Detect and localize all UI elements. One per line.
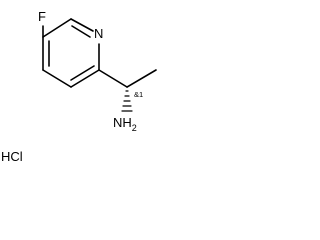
bond-n1-c3-inner <box>71 25 91 38</box>
hashed-wedge-bond <box>121 90 133 112</box>
pyridine-ring <box>42 18 100 88</box>
ring-nitrogen-label: N <box>94 26 103 41</box>
amine-subscript: 2 <box>132 123 137 133</box>
amine-label: NH2 <box>113 115 137 133</box>
bond-c6-c2 <box>70 69 100 88</box>
bond-c6-c2-inner <box>70 65 95 81</box>
stereo-label: &1 <box>134 90 143 99</box>
amine-main: NH <box>113 115 132 130</box>
chemical-structure: F N &1 NH2 HCl <box>1 9 157 164</box>
fluorine-label: F <box>38 9 46 24</box>
bond-chiral-methyl <box>126 69 157 88</box>
hcl-salt-label: HCl <box>1 149 23 164</box>
bond-c3-c4 <box>42 18 72 38</box>
bond-n1-c3 <box>70 18 94 32</box>
bond-c2-chiral <box>98 69 128 88</box>
bond-c5-c6 <box>42 69 72 88</box>
